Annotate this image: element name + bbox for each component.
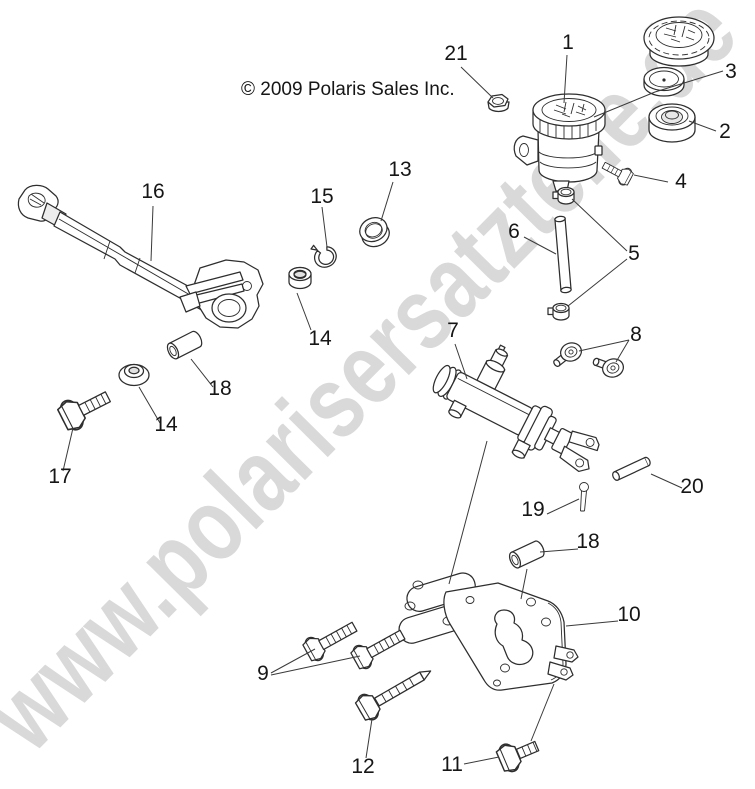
part-8-screw-b — [592, 357, 624, 378]
callout-6: 6 — [508, 220, 520, 243]
callout-14a: 14 — [308, 327, 332, 350]
callout-17: 17 — [48, 465, 71, 488]
callout-18b: 18 — [576, 530, 599, 553]
part-14-bushing — [288, 266, 312, 290]
part-11-bolt — [494, 740, 540, 776]
part-18-spacer-a — [164, 328, 205, 362]
part-13-washer — [359, 217, 390, 248]
part-8-screw-a — [553, 342, 582, 367]
part-18-spacer-b — [506, 538, 547, 571]
callout-9: 9 — [257, 662, 269, 685]
callout-3: 3 — [725, 60, 737, 83]
part-6-hose — [554, 215, 572, 294]
part-15-snap-ring — [310, 244, 337, 268]
part-1-reservoir — [513, 93, 606, 200]
callout-labels: 1 21 3 2 4 13 15 16 6 5 14 8 7 18 14 17 … — [48, 31, 737, 778]
part-17-bolt — [54, 391, 111, 435]
callout-7: 7 — [447, 319, 459, 342]
callout-1: 1 — [562, 31, 574, 54]
part-2-reservoir-cup — [648, 103, 696, 143]
callout-15: 15 — [310, 185, 333, 208]
callout-4: 4 — [675, 170, 687, 193]
part-9-bolt-b — [348, 629, 406, 673]
callout-5: 5 — [628, 242, 640, 265]
part-16-brake-pedal — [17, 184, 264, 329]
callout-2: 2 — [719, 120, 731, 143]
callout-8: 8 — [630, 323, 642, 346]
copyright-text: © 2009 Polaris Sales Inc. — [241, 79, 455, 100]
watermark-text: www.polarisersatzteile.de — [0, 0, 755, 773]
part-7-master-cylinder — [432, 344, 600, 473]
leader-lines — [62, 54, 724, 765]
callout-14b: 14 — [154, 413, 178, 436]
callout-19: 19 — [521, 498, 544, 521]
part-3-diaphragm — [643, 66, 685, 97]
callout-18a: 18 — [208, 377, 231, 400]
part-14-flange-nut — [118, 363, 150, 387]
part-21-nut — [487, 93, 510, 113]
callout-12: 12 — [351, 755, 374, 778]
part-20-pin — [612, 456, 651, 481]
part-10-bracket — [398, 572, 579, 691]
callout-10: 10 — [617, 603, 640, 626]
part-4-bolt — [601, 161, 636, 188]
part-19-cotter-pin — [579, 482, 589, 512]
part-5-clamp-b — [547, 302, 570, 321]
callout-13: 13 — [388, 158, 411, 181]
callout-16: 16 — [141, 180, 164, 203]
part-12-screw — [352, 670, 432, 725]
callout-11: 11 — [441, 753, 463, 776]
reservoir-cap — [643, 16, 715, 67]
callout-21: 21 — [444, 42, 467, 65]
callout-20: 20 — [680, 475, 703, 498]
part-9-bolt-a — [300, 621, 358, 665]
